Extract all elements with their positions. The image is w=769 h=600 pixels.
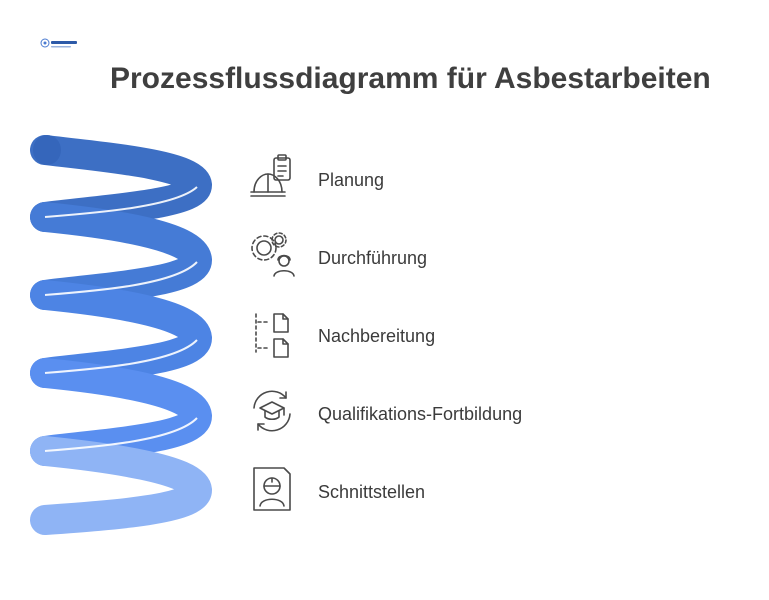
- hardhat-clipboard-icon: [248, 152, 296, 202]
- worker-badge-icon: [248, 464, 296, 514]
- graduation-cycle-icon: [248, 386, 296, 436]
- coil-back-5: [30, 436, 213, 535]
- page-title: Prozessflussdiagramm für Asbestarbeiten: [110, 62, 711, 95]
- step-qualifikation: Qualifikations-Fortbildung: [248, 384, 668, 440]
- step-planung: Planung: [248, 150, 668, 206]
- step-durchfuehrung: Durchführung: [248, 228, 668, 284]
- coil-end-cap: [33, 135, 61, 165]
- company-logo: [40, 35, 80, 51]
- step-label: Planung: [318, 170, 385, 190]
- step-nachbereitung: Nachbereitung: [248, 306, 668, 362]
- documents-flow-icon: [248, 308, 296, 358]
- step-label: Nachbereitung: [318, 326, 436, 346]
- step-schnittstellen: Schnittstellen: [248, 462, 668, 518]
- spring-coil-graphic: [25, 125, 235, 545]
- step-label: Qualifikations-Fortbildung: [318, 404, 523, 424]
- step-label: Schnittstellen: [318, 482, 426, 502]
- step-label: Durchführung: [318, 248, 428, 268]
- gears-worker-icon: [248, 230, 296, 280]
